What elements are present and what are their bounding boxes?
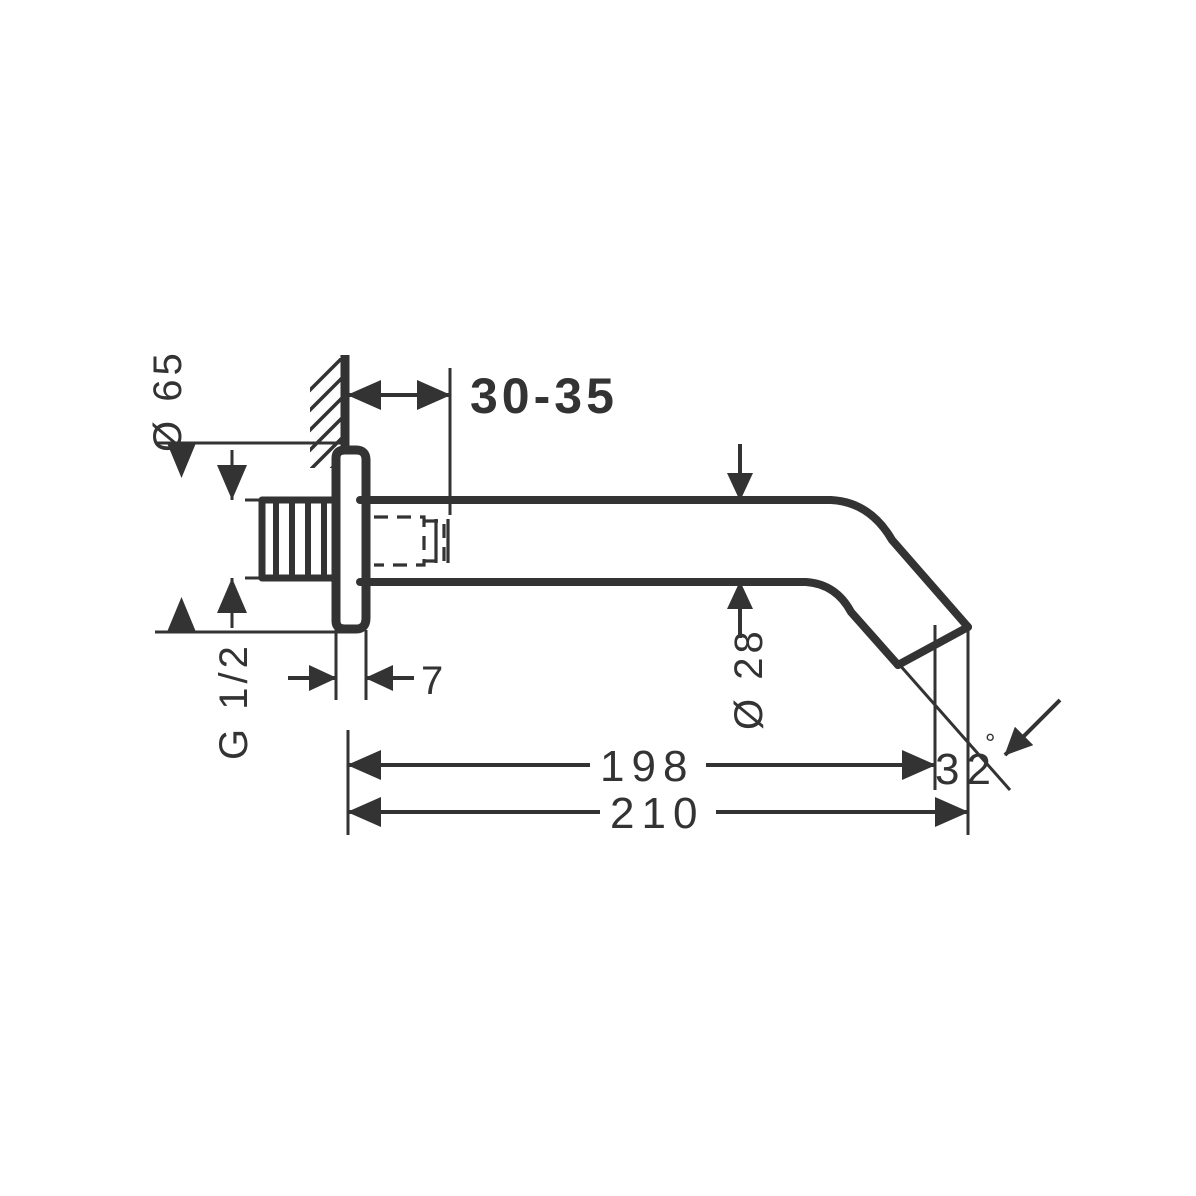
projection-inner-label: 198 bbox=[600, 742, 694, 791]
spout-body bbox=[356, 496, 972, 669]
outlet-angle-label: 32 bbox=[935, 745, 998, 794]
projection-outer-dimension: 210 bbox=[347, 789, 969, 838]
threaded-nipple bbox=[258, 496, 344, 582]
flange-thickness-dimension: 7 bbox=[288, 630, 447, 703]
escutcheon-diameter-dimension: Ø 65 bbox=[146, 349, 345, 634]
thread-size-dimension: G 1/2 bbox=[212, 450, 345, 760]
thread-size-label: G 1/2 bbox=[212, 642, 256, 760]
flange-thickness-label: 7 bbox=[421, 659, 447, 703]
escutcheon-flange bbox=[331, 445, 371, 634]
wall-offset-label: 30-35 bbox=[470, 368, 618, 424]
spout-diameter-label: Ø 28 bbox=[727, 627, 771, 730]
wall-offset-dimension: 30-35 bbox=[347, 368, 618, 515]
outlet-face bbox=[894, 623, 972, 669]
spout-diameter-dimension: Ø 28 bbox=[727, 444, 771, 730]
projection-outer-label: 210 bbox=[610, 789, 704, 838]
projection-inner-dimension: 198 bbox=[347, 742, 936, 791]
escutcheon-diameter-label: Ø 65 bbox=[146, 349, 190, 452]
hidden-internal-detail bbox=[374, 515, 450, 567]
degree-symbol: ° bbox=[985, 728, 995, 758]
outlet-angle-dimension: 32 ° bbox=[896, 662, 1062, 794]
